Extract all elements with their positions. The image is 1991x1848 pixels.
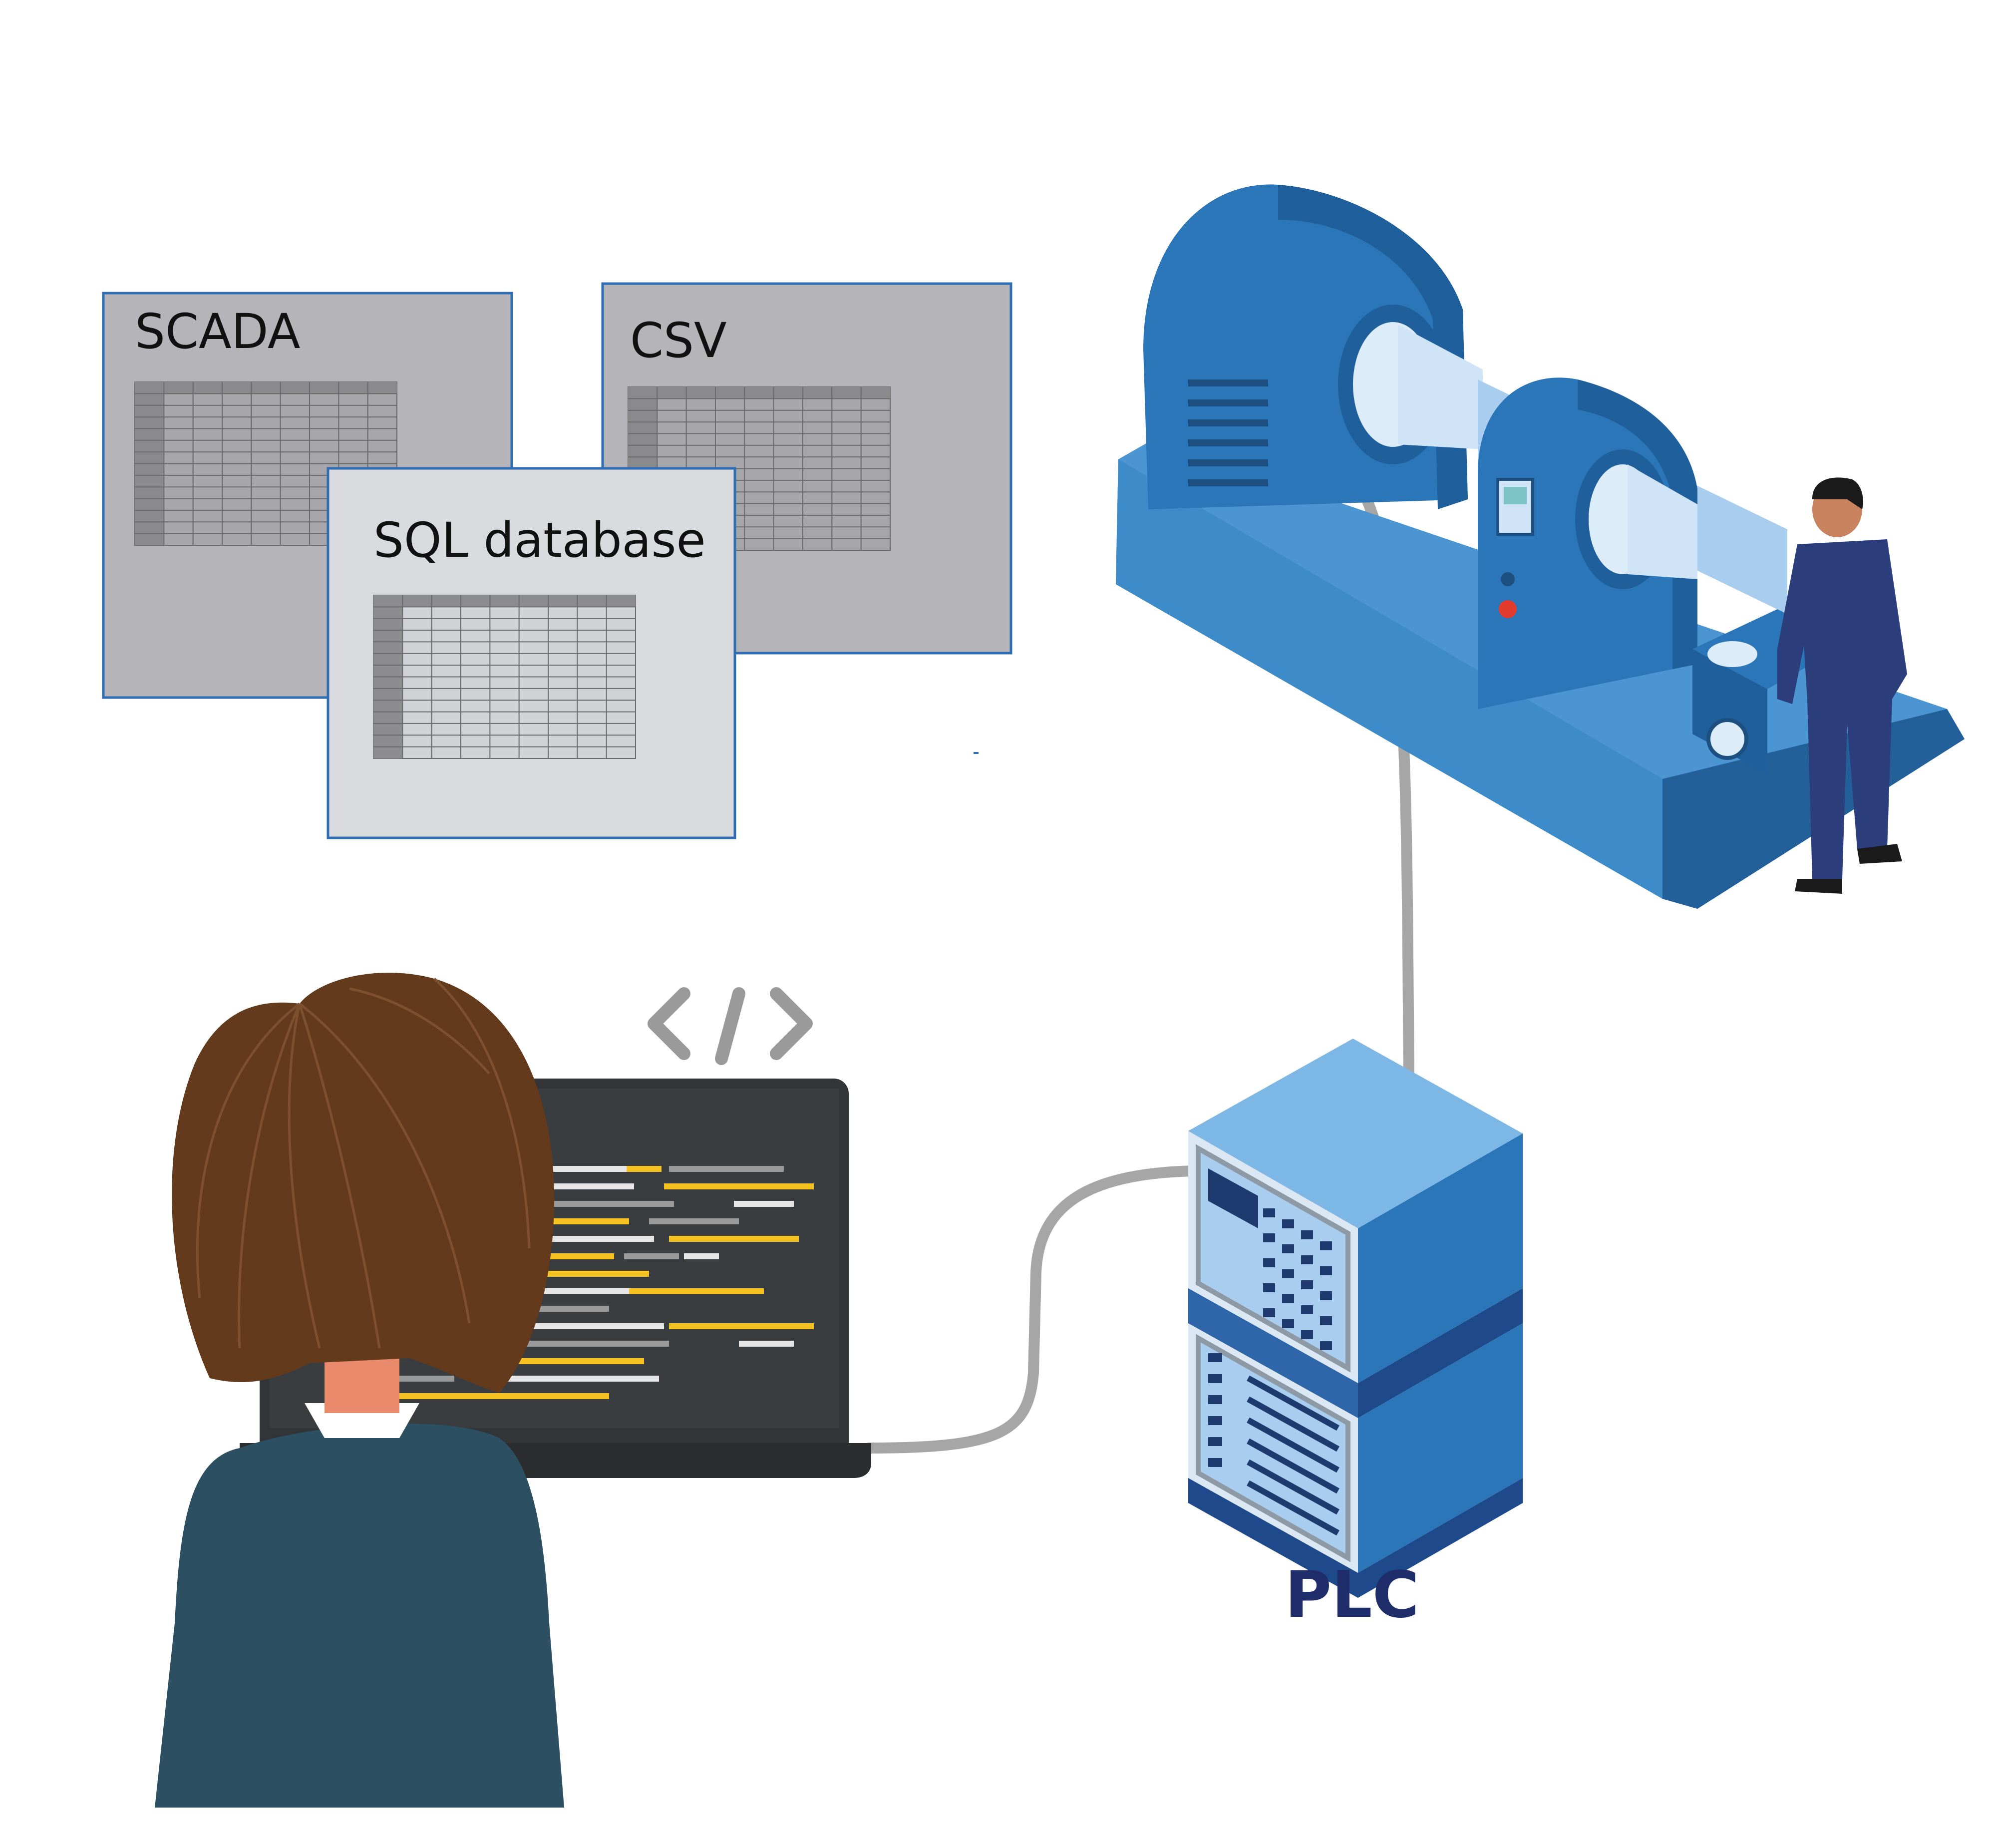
code-line — [539, 1236, 654, 1242]
plc-button — [1320, 1291, 1332, 1300]
code-line — [399, 1393, 609, 1399]
code-line — [549, 1166, 639, 1172]
plc-slot-line — [1247, 1459, 1339, 1515]
plc-led — [1208, 1437, 1222, 1446]
scada-title: SCADA — [135, 304, 301, 360]
vent-grille — [1188, 379, 1268, 486]
code-line — [669, 1236, 799, 1242]
plc-led — [1208, 1395, 1222, 1404]
plc-rack-icon — [1188, 1039, 1523, 1598]
plc-slot-line — [1247, 1480, 1339, 1536]
code-lines — [399, 1166, 814, 1399]
plc-button — [1301, 1230, 1313, 1239]
plc-button — [1263, 1208, 1275, 1217]
code-line — [664, 1183, 814, 1189]
plc-button — [1263, 1233, 1275, 1242]
plc-button — [1263, 1308, 1275, 1317]
plc-button — [1282, 1269, 1294, 1278]
code-line — [544, 1201, 674, 1207]
code-line — [514, 1358, 644, 1364]
plc-label: PLC — [1285, 1558, 1419, 1632]
plc-button — [1282, 1219, 1294, 1228]
code-line — [399, 1376, 454, 1382]
code-line — [529, 1306, 609, 1312]
code-line — [734, 1201, 794, 1207]
code-line — [739, 1341, 794, 1347]
cable-laptop-to-plc — [863, 1165, 1199, 1454]
code-line — [669, 1166, 784, 1172]
plc-button — [1320, 1241, 1332, 1250]
code-line — [499, 1376, 659, 1382]
plc-button — [1282, 1319, 1294, 1328]
operator-person-icon — [1777, 477, 1907, 894]
plc-slot-line — [1247, 1438, 1339, 1494]
plc-button — [1320, 1266, 1332, 1275]
plc-button — [1301, 1280, 1313, 1289]
plc-slot-line — [1247, 1396, 1339, 1452]
code-line — [684, 1253, 719, 1259]
code-line — [624, 1253, 679, 1259]
table-header-row — [628, 387, 890, 399]
code-line — [524, 1341, 669, 1347]
plc-led — [1208, 1353, 1222, 1362]
dot-mark — [974, 752, 979, 754]
sql-document: SQL database — [327, 467, 736, 839]
plc-button — [1282, 1244, 1294, 1253]
industrial-machine-icon — [1116, 184, 1965, 909]
table-header-row — [373, 595, 636, 607]
plc-button — [1263, 1258, 1275, 1267]
sql-title: SQL database — [373, 512, 706, 568]
code-line — [627, 1166, 662, 1172]
code-brackets-icon — [648, 987, 813, 1065]
plc-button — [1263, 1283, 1275, 1292]
plc-button — [1301, 1255, 1313, 1264]
code-line — [649, 1218, 739, 1224]
plc-slot-line — [1247, 1375, 1339, 1431]
plc-button — [1282, 1294, 1294, 1303]
code-line — [529, 1183, 634, 1189]
code-line — [629, 1288, 764, 1294]
plc-slot-line — [1247, 1417, 1339, 1473]
plc-led — [1208, 1416, 1222, 1425]
plc-button — [1320, 1341, 1332, 1350]
plc-led — [1208, 1374, 1222, 1383]
developer-person-icon — [155, 973, 564, 1808]
code-line — [519, 1323, 664, 1329]
plc-button — [1320, 1316, 1332, 1325]
plc-button — [1301, 1330, 1313, 1339]
code-line — [669, 1323, 814, 1329]
code-line — [529, 1218, 629, 1224]
code-line — [529, 1271, 649, 1277]
plc-led — [1208, 1458, 1222, 1467]
table-header-row — [135, 382, 397, 394]
sql-table-icon — [373, 595, 636, 759]
csv-title: CSV — [630, 313, 727, 369]
code-line — [529, 1288, 629, 1294]
plc-button — [1301, 1305, 1313, 1314]
